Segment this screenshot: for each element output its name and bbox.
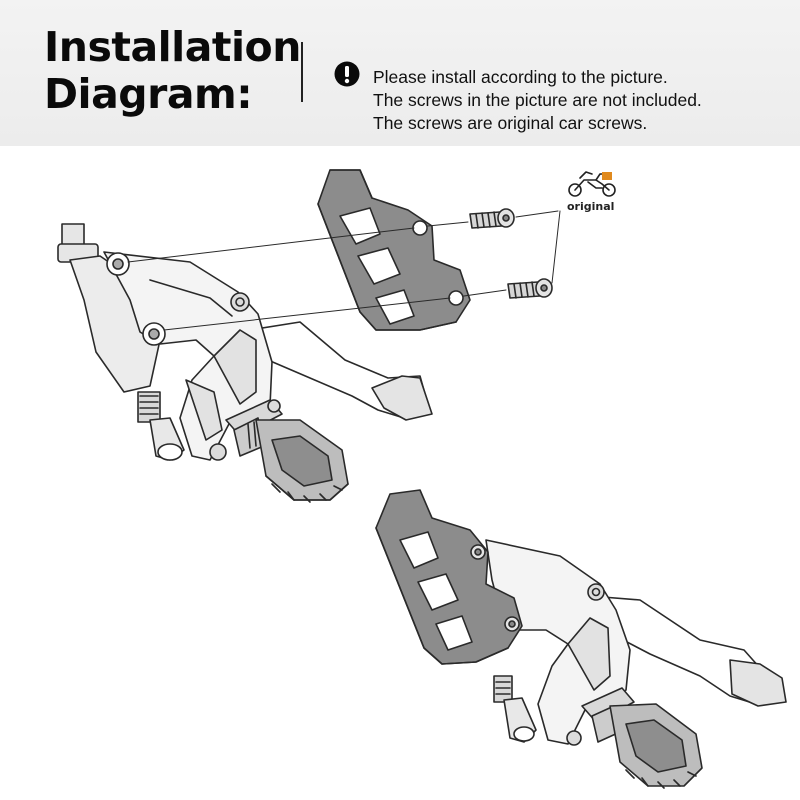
note-line: The screws in the picture are not includ… — [373, 90, 702, 110]
exclamation-icon — [334, 61, 360, 87]
brake-pedal-tip — [371, 375, 433, 421]
note-line: Please install according to the picture. — [373, 67, 668, 87]
header-banner: Installation Diagram: Please install acc… — [0, 0, 800, 146]
alignment-lines — [127, 210, 561, 331]
motorcycle-icon — [568, 171, 616, 197]
foot-peg — [225, 399, 349, 503]
screw-top — [469, 208, 515, 229]
original-screws-label: original — [567, 200, 615, 213]
title-line-2: Diagram: — [44, 70, 253, 118]
installation-notes: Please install according to the picture.… — [373, 66, 702, 135]
frame-guard-installed — [375, 489, 523, 665]
note-line: The screws are original car screws. — [373, 113, 648, 133]
title-line-1: Installation — [44, 23, 301, 71]
frame-guard-top — [317, 169, 471, 331]
screw-bottom — [507, 278, 553, 299]
page-title: Installation Diagram: — [44, 24, 301, 118]
header-divider — [301, 42, 303, 102]
foot-peg-installed — [581, 687, 703, 789]
installation-diagram — [57, 169, 787, 789]
